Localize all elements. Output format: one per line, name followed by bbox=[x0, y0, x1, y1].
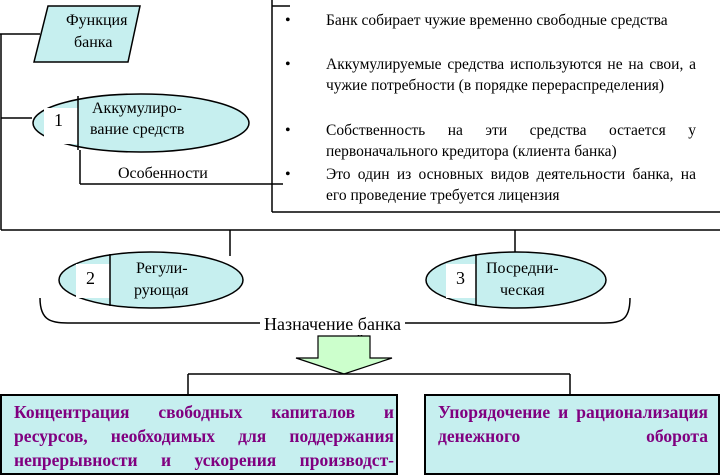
function-number-3: 3 bbox=[456, 268, 465, 288]
function-1-label-line1: Аккумулиро- bbox=[92, 100, 182, 117]
function-label-line1: Функция bbox=[66, 12, 128, 29]
bullet-1: • bbox=[285, 12, 291, 29]
feature-item-4: Это один из основных видов деятельности … bbox=[326, 166, 696, 204]
bullet-2: • bbox=[285, 56, 291, 73]
function-number-1: 1 bbox=[54, 110, 63, 130]
purpose-text-2: Упорядочение и рационализация денежного … bbox=[438, 402, 708, 446]
function-2-label-line1: Регули- bbox=[136, 260, 188, 277]
function-parallelogram bbox=[33, 5, 141, 63]
feature-item-2: Аккумулируемые средства используются не … bbox=[326, 56, 696, 94]
purpose-text-1: Концентрация свободных капиталов и ресур… bbox=[14, 402, 394, 470]
function-ellipse-1 bbox=[32, 93, 250, 153]
function-3-label-line2: ческая bbox=[500, 282, 545, 299]
bullet-3: • bbox=[285, 122, 291, 139]
function-number-2: 2 bbox=[86, 268, 95, 288]
purpose-label: Назначение банка bbox=[260, 314, 406, 335]
function-3-label-line1: Посредни- bbox=[486, 260, 559, 277]
function-2-label-line2: рующая bbox=[134, 282, 189, 299]
down-arrow bbox=[295, 335, 393, 375]
function-label-line2: банка bbox=[74, 34, 113, 51]
features-label: Особенности bbox=[118, 165, 208, 182]
function-1-label-line2: вание средств bbox=[90, 121, 185, 138]
purpose-box-1: Концентрация свободных капиталов и ресур… bbox=[0, 394, 398, 475]
feature-item-3: Собственность на эти средства остается у… bbox=[326, 122, 696, 160]
feature-item-1: Банк собирает чужие временно свободные с… bbox=[326, 12, 668, 29]
bullet-4: • bbox=[285, 166, 291, 183]
purpose-box-2: Упорядочение и рационализация денежного … bbox=[424, 394, 720, 475]
